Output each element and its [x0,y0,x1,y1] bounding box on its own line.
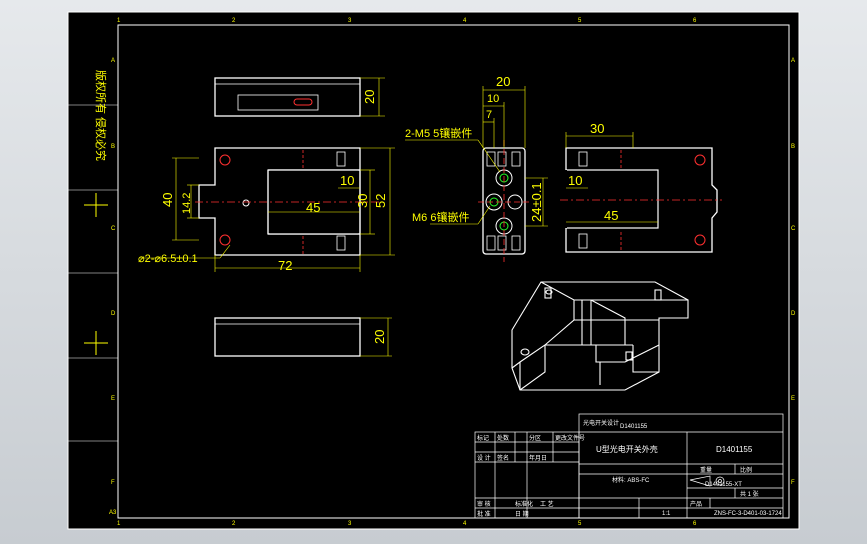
svg-text:ZNS-FC-3-D401-03-1724: ZNS-FC-3-D401-03-1724 [714,511,782,517]
isometric-view[interactable] [511,281,689,391]
svg-text:5: 5 [578,18,582,24]
svg-text:45: 45 [306,200,320,215]
svg-text:2: 2 [232,18,236,24]
svg-text:⌀2-⌀6.5±0.1: ⌀2-⌀6.5±0.1 [138,253,198,265]
svg-text:10: 10 [487,93,499,105]
svg-text:2: 2 [232,521,236,527]
svg-text:10: 10 [568,173,582,188]
svg-text:重量: 重量 [700,466,712,474]
title-block[interactable] [474,413,784,519]
svg-text:45: 45 [604,208,618,223]
svg-text:D1401155: D1401155 [716,445,753,454]
svg-text:批 准: 批 准 [477,510,491,518]
crosshair-marks [84,193,108,355]
svg-text:30: 30 [590,121,604,136]
svg-text:设 计: 设 计 [477,454,491,462]
svg-text:2-M5 5镶嵌件: 2-M5 5镶嵌件 [405,126,472,140]
svg-text:标记: 标记 [477,434,489,442]
svg-text:6: 6 [693,18,697,24]
svg-text:更改文件号: 更改文件号 [555,434,585,442]
svg-text:24±0.1: 24±0.1 [529,182,544,222]
svg-text:4: 4 [463,521,467,527]
svg-text:D1401155: D1401155 [620,424,648,430]
svg-text:共 1 张: 共 1 张 [740,490,759,498]
svg-text:3: 3 [348,521,352,527]
svg-text:材料: ABS-FC: 材料: ABS-FC [612,476,650,484]
svg-text:日 期: 日 期 [515,510,529,518]
svg-text:年月日: 年月日 [529,454,547,462]
svg-text:40: 40 [160,193,175,207]
svg-text:3: 3 [348,18,352,24]
svg-text:光电开关设计: 光电开关设计 [583,419,619,427]
svg-text:20: 20 [362,90,377,104]
margin-note: 版权所有 侵权必究 [94,70,108,161]
svg-text:产品: 产品 [690,500,702,508]
projection-symbol [689,475,725,487]
svg-text:B: B [791,144,795,150]
svg-text:6: 6 [693,521,697,527]
svg-text:7: 7 [486,109,492,121]
svg-text:F: F [111,480,115,486]
svg-text:标准化: 标准化 [515,500,533,508]
bottom-view[interactable]: 20 [214,317,392,357]
svg-text:1: 1 [117,521,121,527]
svg-text:D: D [111,311,116,317]
svg-text:A: A [791,58,795,64]
svg-text:D: D [791,311,796,317]
svg-text:D1401155-XT: D1401155-XT [705,482,742,488]
svg-text:30: 30 [355,194,370,208]
front-view[interactable]: 72 52 30 40 14.2 45 10 ⌀2-⌀6.5±0.1 [138,147,395,273]
svg-text:14.2: 14.2 [181,193,193,214]
svg-text:1: 1 [117,18,121,24]
svg-text:A3: A3 [109,510,117,516]
svg-text:E: E [791,396,795,402]
svg-text:比例: 比例 [740,466,752,474]
svg-text:20: 20 [372,330,387,344]
side-view[interactable]: 20 10 7 2-M5 5镶嵌件 M6 6镶嵌件 24±0.1 [405,74,548,262]
svg-text:M6 6镶嵌件: M6 6镶嵌件 [412,210,469,224]
svg-text:A: A [111,58,115,64]
svg-text:E: E [111,396,115,402]
svg-text:C: C [791,226,796,232]
svg-text:审 核: 审 核 [477,500,491,508]
svg-text:B: B [111,144,115,150]
svg-text:1:1: 1:1 [662,511,671,517]
drawing-border [117,24,790,519]
svg-text:10: 10 [340,173,354,188]
svg-text:5: 5 [578,521,582,527]
drawing-canvas[interactable] [67,11,800,530]
title-block-text: 光电开关设计 D1401155 U型光电开关外壳 D1401155 材料: AB… [477,419,782,518]
svg-text:签名: 签名 [497,454,509,462]
svg-text:F: F [791,480,795,486]
svg-text:72: 72 [278,258,292,273]
svg-text:20: 20 [496,74,510,89]
svg-text:C: C [111,226,116,232]
right-view[interactable]: 30 10 45 [560,121,722,253]
svg-text:4: 4 [463,18,467,24]
top-view[interactable]: 20 [214,77,385,117]
svg-text:52: 52 [373,194,388,208]
svg-text:工 艺: 工 艺 [540,500,554,508]
svg-text:U型光电开关外壳: U型光电开关外壳 [596,444,658,454]
svg-text:分区: 分区 [529,434,541,442]
svg-text:处数: 处数 [497,434,509,442]
